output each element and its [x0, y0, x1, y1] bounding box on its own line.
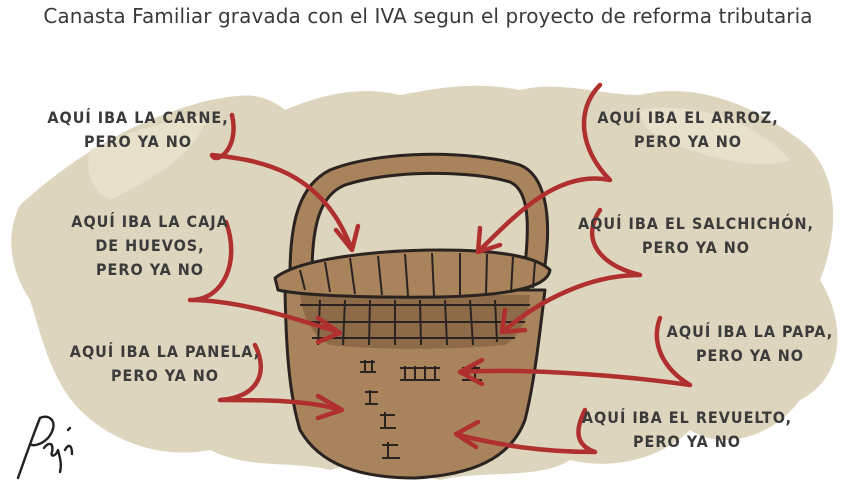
arrow-salchichon-head	[499, 307, 528, 335]
caption-panela-line2: PERO YA NO	[110, 366, 220, 385]
caption-carne-line1: AQUÍ IBA LA CARNE,	[47, 108, 229, 127]
arrow-panela	[217, 342, 343, 413]
cartoon-title: Canasta Familiar gravada con el IVA segu…	[43, 4, 813, 28]
arrow-huevos-head	[315, 315, 343, 345]
caption-panela: AQUÍ IBA LA PANELA, PERO YA NO	[60, 340, 270, 388]
caption-papa: AQUÍ IBA LA PAPA, PERO YA NO	[650, 320, 850, 368]
caption-salchichon: AQUÍ IBA EL SALCHICHÓN, PERO YA NO	[576, 212, 816, 260]
caption-arroz-line2: PERO YA NO	[633, 132, 743, 151]
caption-huevos-line2: DE HUEVOS,	[95, 236, 205, 255]
arrow-panela-head	[315, 393, 345, 421]
arrow-papa	[459, 315, 693, 388]
arrow-group	[187, 82, 693, 455]
basket-weave	[300, 299, 530, 459]
arrow-carne	[209, 112, 353, 248]
caption-revuelto-line1: AQUÍ IBA EL REVUELTO,	[581, 408, 793, 427]
lid-weave	[299, 252, 536, 297]
background-blob-highlight	[640, 107, 790, 165]
arrow-carne-head	[333, 223, 361, 253]
basket-lid	[273, 248, 552, 299]
caption-panela-line1: AQUÍ IBA LA PANELA,	[69, 342, 261, 361]
arrow-revuelto	[455, 407, 598, 455]
arrow-salchichon	[502, 207, 643, 333]
caption-revuelto: AQUÍ IBA EL REVUELTO, PERO YA NO	[572, 406, 802, 454]
caption-huevos: AQUÍ IBA LA CAJA DE HUEVOS, PERO YA NO	[50, 210, 250, 282]
background-blob-highlight	[88, 115, 210, 200]
caption-papa-line1: AQUÍ IBA LA PAPA,	[666, 322, 834, 341]
arrow-revuelto-head	[453, 419, 481, 450]
arrow-arroz	[477, 82, 613, 253]
caption-carne: AQUÍ IBA LA CARNE, PERO YA NO	[38, 106, 238, 154]
artist-signature	[16, 415, 74, 480]
arrow-arroz-head	[475, 225, 503, 255]
caption-huevos-line3: PERO YA NO	[95, 260, 205, 279]
caption-salchichon-line2: PERO YA NO	[641, 238, 751, 257]
caption-revuelto-line2: PERO YA NO	[632, 432, 742, 451]
caption-carne-line2: PERO YA NO	[83, 132, 193, 151]
caption-salchichon-line1: AQUÍ IBA EL SALCHICHÓN,	[578, 214, 814, 233]
caption-huevos-line1: AQUÍ IBA LA CAJA	[71, 212, 229, 231]
caption-papa-line2: PERO YA NO	[695, 346, 805, 365]
arrow-papa-head	[457, 357, 485, 387]
arrow-huevos	[187, 219, 341, 335]
caption-arroz: AQUÍ IBA EL ARROZ, PERO YA NO	[588, 106, 788, 154]
caption-arroz-line1: AQUÍ IBA EL ARROZ,	[597, 108, 779, 127]
